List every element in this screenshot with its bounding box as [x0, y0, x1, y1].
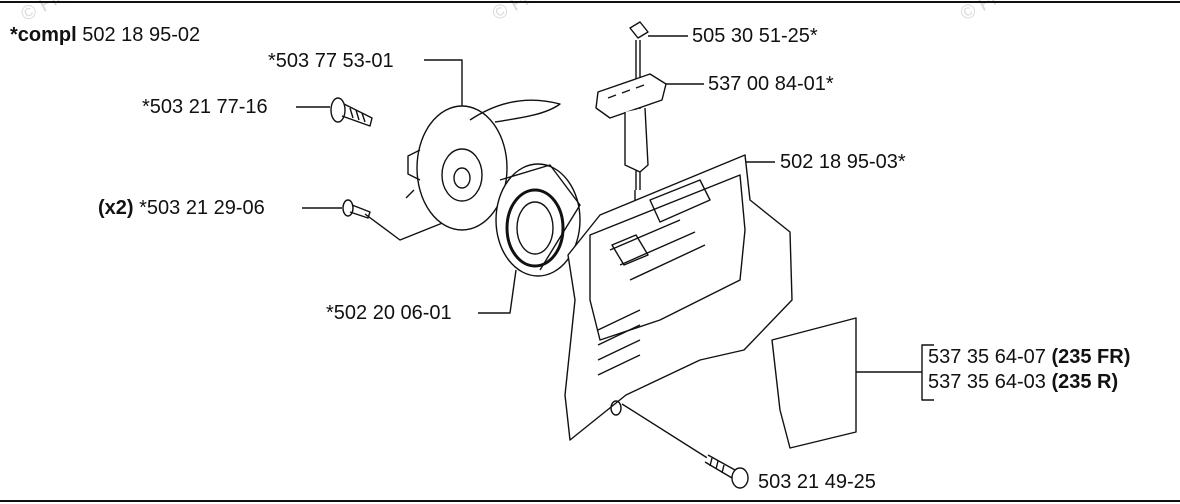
compl-prefix: *compl: [10, 24, 77, 46]
part-qty: (x2): [98, 197, 134, 219]
part-label-503-21-29-06: (x2) *503 21 29-06: [98, 197, 265, 219]
part-label-502-20-06-01: *502 20 06-01: [326, 302, 452, 324]
part-label-505-30-51-25: 505 30 51-25*: [692, 25, 818, 47]
leader-p9: [621, 403, 721, 467]
starter-cover: [564, 154, 793, 441]
screw-2: [342, 199, 371, 219]
part-label-537-35-64-03: 537 35 64-03 (235 R): [928, 371, 1118, 393]
pulley-part: [405, 99, 561, 231]
starter-handle: [595, 73, 667, 173]
part-label-537-00-84-01: 537 00 84-01*: [708, 73, 834, 95]
filter-sheet: [771, 317, 857, 449]
part-label-537-35-64-07: 537 35 64-07 (235 FR): [928, 346, 1130, 368]
part-label-503-77-53-01: *503 77 53-01: [268, 50, 394, 72]
part-label-502-18-95-03: 502 18 95-03*: [780, 151, 906, 173]
screw-3: [704, 454, 749, 489]
compl-label: *compl 502 18 95-02: [10, 24, 200, 46]
leader-p4: [478, 269, 517, 314]
spring-cassette: [495, 163, 581, 277]
screw-1: [330, 97, 373, 127]
leader-p1: [424, 59, 463, 112]
part-label-503-21-77-16: *503 21 77-16: [142, 96, 268, 118]
part-number: 537 35 64-03: [928, 371, 1046, 393]
leader-p8-bracket: [921, 344, 934, 401]
part-number: *503 21 29-06: [139, 197, 265, 219]
compl-number: 502 18 95-02: [82, 24, 201, 46]
part-number: 537 35 64-07: [928, 346, 1046, 368]
part-model: (235 R): [1051, 371, 1119, 393]
part-model: (235 FR): [1051, 346, 1131, 368]
part-label-503-21-49-25: 503 21 49-25: [758, 471, 876, 493]
